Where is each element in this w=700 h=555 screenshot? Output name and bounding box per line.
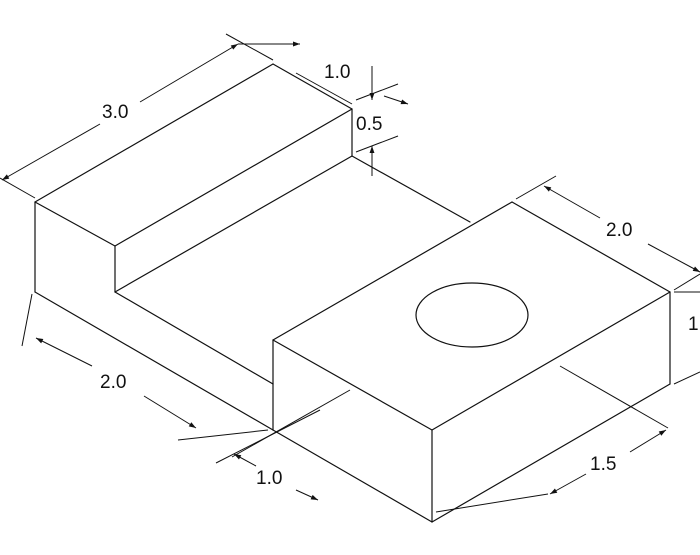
dimension-label-2-0-right: 2.0 xyxy=(606,220,632,241)
dimension-label-1-right: 1 xyxy=(688,314,699,335)
extension-lines xyxy=(0,33,700,513)
dimension-lines xyxy=(1,41,700,501)
dimension-label-1-5: 1.5 xyxy=(590,454,616,475)
part-outline xyxy=(34,63,671,523)
dimension-label-1-0-front: 1.0 xyxy=(256,468,282,489)
hole-circle xyxy=(415,282,529,348)
dimension-label-0-5: 0.5 xyxy=(356,114,382,135)
dimension-label-1-0-top: 1.0 xyxy=(324,62,350,83)
dimension-label-2-0-left: 2.0 xyxy=(100,372,126,393)
dimension-label-3-0: 3.0 xyxy=(102,102,128,123)
